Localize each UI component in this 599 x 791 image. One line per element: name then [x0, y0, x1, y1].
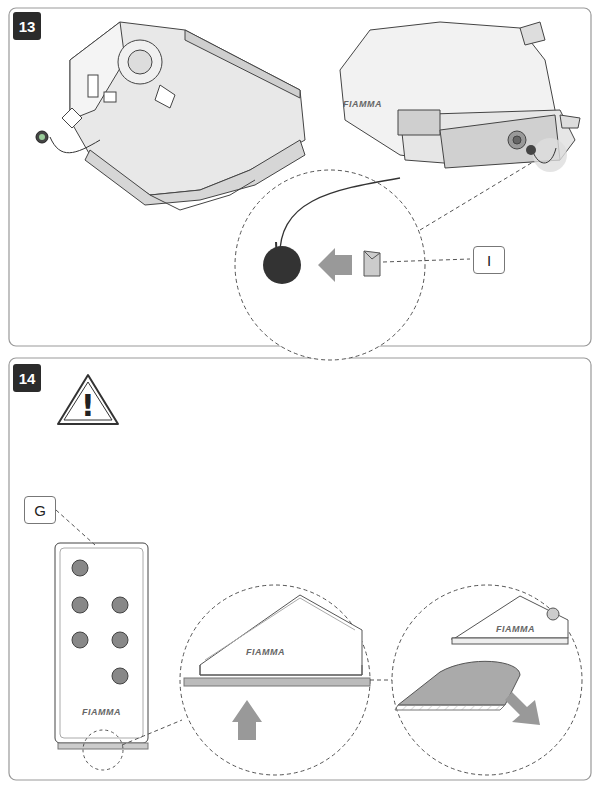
brand-logo: FIAMMA	[496, 624, 535, 634]
step-number: 13	[13, 12, 41, 40]
node-text: 14	[19, 370, 36, 387]
node-text: 13	[19, 18, 36, 35]
step-number: 14	[13, 364, 41, 392]
callout-letter: I	[473, 246, 505, 274]
brand-logo: FIAMMA	[82, 707, 121, 717]
brand-logo: FIAMMA	[343, 99, 382, 109]
node-text: I	[487, 252, 491, 269]
node-text: G	[34, 502, 46, 519]
warning-mark: !	[81, 388, 95, 423]
callout-letter: G	[24, 496, 56, 524]
brand-logo: FIAMMA	[246, 647, 285, 657]
